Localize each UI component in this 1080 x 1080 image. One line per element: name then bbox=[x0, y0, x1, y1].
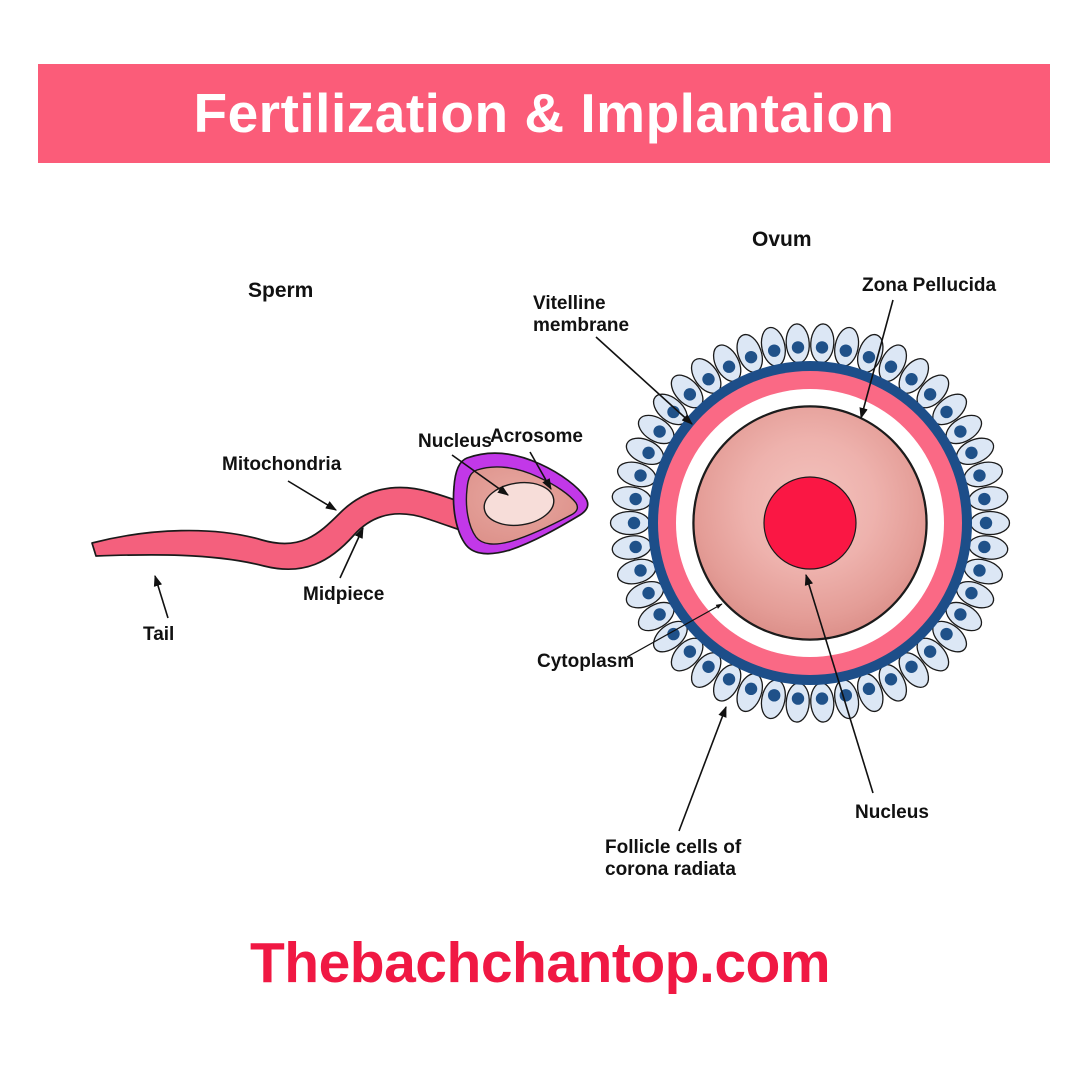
label-mitochondria: Mitochondria bbox=[222, 454, 342, 475]
corona-cell-nucleus bbox=[653, 425, 666, 438]
corona-cell-nucleus bbox=[702, 660, 715, 673]
corona-cell-nucleus bbox=[629, 540, 642, 554]
corona-cell-nucleus bbox=[905, 660, 918, 673]
corona-cell-nucleus bbox=[642, 586, 655, 600]
label-cytoplasm: Cytoplasm bbox=[537, 651, 634, 672]
corona-cell-nucleus bbox=[923, 645, 937, 658]
corona-cell-nucleus bbox=[667, 627, 680, 641]
corona-cell-nucleus bbox=[965, 446, 978, 460]
leader-ovum-nucleus bbox=[804, 573, 874, 794]
label-vitelline-membrane-line2: membrane bbox=[533, 315, 629, 336]
corona-cell-nucleus bbox=[862, 682, 876, 696]
corona-cell-nucleus bbox=[940, 405, 953, 419]
corona-cell-nucleus bbox=[627, 516, 641, 530]
label-follicle-cells-line2: corona radiata bbox=[605, 859, 736, 880]
corona-cell-nucleus bbox=[642, 446, 655, 460]
vitelline-membrane bbox=[692, 405, 928, 641]
ovum-nucleus bbox=[763, 476, 857, 570]
corona-cell-nucleus bbox=[667, 405, 680, 419]
corona-cell-nucleus bbox=[973, 564, 986, 577]
corona-cell-nucleus bbox=[767, 344, 781, 357]
corona-cell-nucleus bbox=[815, 341, 829, 354]
corona-cell-nucleus bbox=[683, 645, 697, 658]
corona-cell-nucleus bbox=[862, 350, 876, 364]
label-midpiece: Midpiece bbox=[303, 584, 384, 605]
label-ovum-nucleus: Nucleus bbox=[855, 802, 929, 823]
corona-cell-nucleus bbox=[791, 692, 805, 705]
corona-cell-nucleus bbox=[940, 627, 953, 641]
header-banner: Fertilization & Implantaion bbox=[38, 64, 1050, 163]
ovum-group: Ovum Zona Pellucida Vitelline membrane C… bbox=[533, 228, 1011, 880]
label-follicle-cells-line1: Follicle cells of bbox=[605, 837, 742, 858]
corona-cell-nucleus bbox=[722, 360, 736, 373]
corona-cell-nucleus bbox=[767, 689, 781, 702]
corona-cell-nucleus bbox=[839, 344, 853, 357]
label-tail: Tail bbox=[143, 624, 174, 645]
label-acrosome: Acrosome bbox=[490, 426, 583, 447]
corona-cell-nucleus bbox=[683, 388, 697, 401]
corona-cell-nucleus bbox=[954, 608, 967, 621]
corona-cell-nucleus bbox=[653, 608, 666, 621]
corona-cell-nucleus bbox=[702, 373, 715, 386]
label-zona-pellucida: Zona Pellucida bbox=[862, 275, 997, 296]
leader-mitochondria bbox=[287, 480, 337, 511]
sperm-heading: Sperm bbox=[248, 279, 313, 302]
corona-cell-nucleus bbox=[744, 682, 758, 696]
label-vitelline-membrane-line1: Vitelline bbox=[533, 293, 606, 314]
corona-cell-nucleus bbox=[965, 586, 978, 600]
sperm-group: Sperm Tail Midpiece Mitochondria Nucleus… bbox=[91, 279, 589, 645]
corona-cell-nucleus bbox=[905, 373, 918, 386]
leader-midpiece bbox=[339, 526, 364, 579]
corona-cell-nucleus bbox=[722, 673, 736, 686]
page-title: Fertilization & Implantaion bbox=[193, 82, 895, 144]
footer-watermark: Thebachchantop.com bbox=[249, 931, 831, 995]
corona-radiata-cells bbox=[609, 323, 1011, 723]
sperm-tail-shape bbox=[91, 486, 513, 570]
corona-cell-nucleus bbox=[923, 388, 937, 401]
leader-cytoplasm bbox=[626, 603, 723, 658]
corona-cell-nucleus bbox=[744, 350, 758, 364]
corona-cell-nucleus bbox=[978, 540, 991, 554]
corona-cell-nucleus bbox=[979, 516, 993, 530]
leader-vitelline-membrane bbox=[595, 336, 693, 425]
leader-sperm-nucleus bbox=[451, 454, 509, 496]
leader-follicle-cells bbox=[678, 705, 727, 832]
label-sperm-nucleus: Nucleus bbox=[418, 431, 492, 452]
corona-cell-nucleus bbox=[884, 673, 898, 686]
ovum-heading: Ovum bbox=[752, 228, 812, 251]
corona-cell-nucleus bbox=[978, 492, 991, 506]
leader-zona-pellucida bbox=[859, 299, 894, 420]
corona-cell-nucleus bbox=[954, 425, 967, 438]
leader-acrosome bbox=[529, 451, 552, 490]
corona-cell-nucleus bbox=[629, 492, 642, 506]
corona-cell-nucleus bbox=[634, 469, 647, 482]
corona-cell-nucleus bbox=[815, 692, 829, 705]
corona-cell-nucleus bbox=[884, 360, 898, 373]
leader-tail bbox=[153, 574, 169, 619]
corona-cell-nucleus bbox=[973, 469, 986, 482]
corona-cell-nucleus bbox=[634, 564, 647, 577]
corona-cell-nucleus bbox=[791, 341, 805, 354]
